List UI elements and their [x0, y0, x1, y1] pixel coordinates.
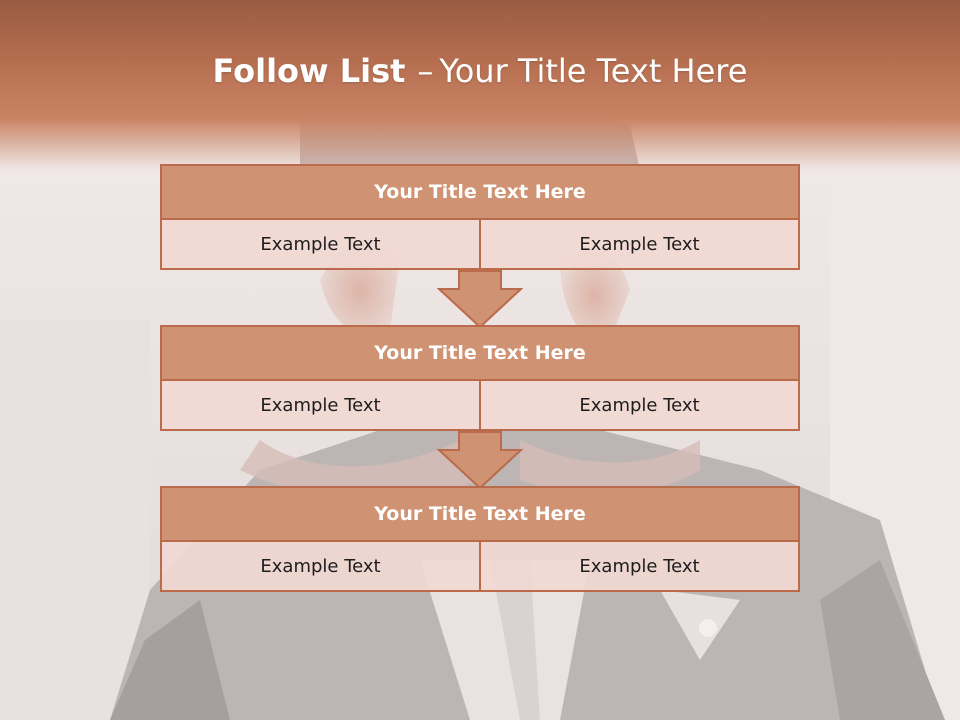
flow-block-3: Your Title Text Here Example Text Exampl…	[160, 486, 800, 592]
title-bold: Follow List	[212, 52, 406, 90]
block-cell-right: Example Text	[481, 381, 800, 431]
down-arrow-icon	[437, 431, 523, 489]
flow-block-1: Your Title Text Here Example Text Exampl…	[160, 164, 800, 270]
flow-block-2: Your Title Text Here Example Text Exampl…	[160, 325, 800, 431]
block-row: Example Text Example Text	[160, 381, 800, 431]
block-row: Example Text Example Text	[160, 542, 800, 592]
header-band	[0, 0, 960, 170]
down-arrow-icon	[437, 270, 523, 328]
block-title: Your Title Text Here	[160, 164, 800, 220]
block-cell-left: Example Text	[160, 220, 481, 270]
block-title: Your Title Text Here	[160, 486, 800, 542]
block-cell-left: Example Text	[160, 542, 481, 592]
block-cell-right: Example Text	[481, 220, 800, 270]
title-separator: –	[417, 52, 434, 90]
slide-title: Follow List–Your Title Text Here	[0, 52, 960, 90]
block-cell-right: Example Text	[481, 542, 800, 592]
title-rest: Your Title Text Here	[439, 52, 748, 90]
block-title: Your Title Text Here	[160, 325, 800, 381]
block-cell-left: Example Text	[160, 381, 481, 431]
block-row: Example Text Example Text	[160, 220, 800, 270]
